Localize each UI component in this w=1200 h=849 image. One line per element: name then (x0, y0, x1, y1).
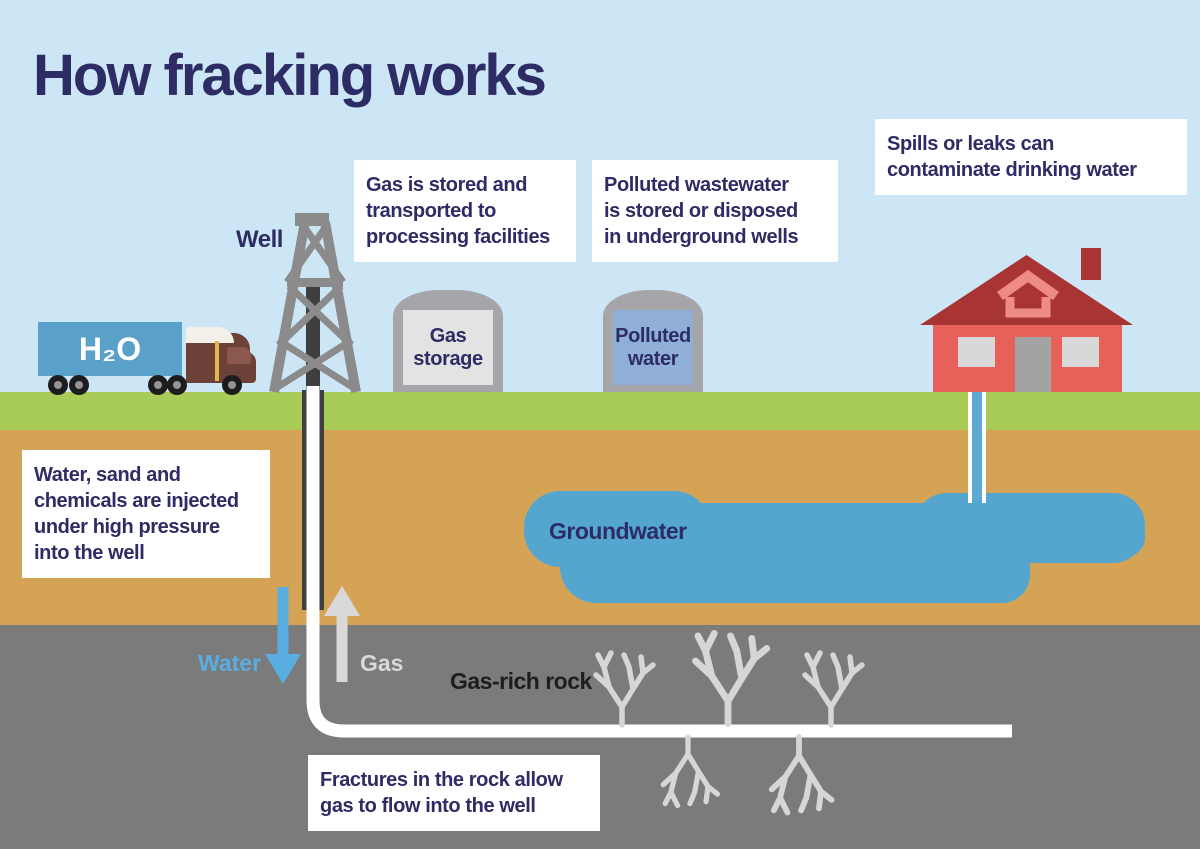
house-door (1015, 337, 1051, 392)
derrick-platform-bar (287, 278, 343, 287)
h2o-label: H₂O (78, 330, 142, 367)
well-casing (302, 390, 307, 610)
callout-gas-stored: Gas is stored and transported to process… (354, 160, 576, 262)
truck-wheel (167, 375, 187, 395)
callout-injection: Water, sand and chemicals are injected u… (22, 450, 270, 578)
truck-wheel (222, 375, 242, 395)
well-casing (319, 390, 324, 610)
fracture-crack (696, 634, 767, 724)
grass-band (0, 392, 1200, 430)
water-flow-label: Water (198, 650, 262, 676)
polluted-water-tank-label: Polluted water (613, 310, 693, 385)
groundwater-label: Groundwater (549, 518, 687, 544)
truck-wheel (48, 375, 68, 395)
water-truck-trailer: H₂O (38, 322, 182, 376)
drinking-water-pipe-casing (982, 392, 986, 503)
fracture-crack (772, 737, 832, 813)
drinking-water-pipe-casing (968, 392, 972, 503)
well-bore-pipe (306, 386, 1012, 738)
truck-window (227, 347, 251, 364)
truck-wheel (148, 375, 168, 395)
derrick-legs (269, 221, 361, 393)
truck-roof-deflector (186, 327, 234, 343)
well-label: Well (236, 226, 283, 253)
fracture-crack (663, 737, 717, 805)
page-title: How fracking works (33, 43, 547, 108)
polluted-water-tank: Polluted water (603, 290, 703, 392)
fracture-crack (805, 653, 862, 725)
truck-exhaust-stripe (215, 341, 219, 381)
fracture-crack (596, 653, 653, 725)
gas-up-arrow (324, 586, 360, 682)
water-down-arrow (265, 587, 301, 684)
house-chimney (1081, 248, 1101, 280)
drinking-water-pipe (972, 392, 982, 500)
callout-spills-leaks: Spills or leaks can contaminate drinking… (875, 119, 1187, 195)
truck-wheel (69, 375, 89, 395)
house-window (1062, 337, 1099, 367)
house-window (958, 337, 995, 367)
callout-fractures: Fractures in the rock allow gas to flow … (308, 755, 600, 831)
groundwater-blob (640, 540, 1030, 603)
well-derrick (269, 213, 361, 393)
derrick-braces (274, 225, 356, 391)
gas-flow-label: Gas (360, 650, 404, 676)
callout-polluted-wastewater: Polluted wastewater is stored or dispose… (592, 160, 838, 262)
gas-storage-tank: Gas storage (393, 290, 503, 392)
gas-rich-rock-label: Gas-rich rock (450, 668, 592, 694)
house-attic-icon (997, 269, 1059, 318)
gas-storage-tank-label: Gas storage (403, 310, 493, 385)
